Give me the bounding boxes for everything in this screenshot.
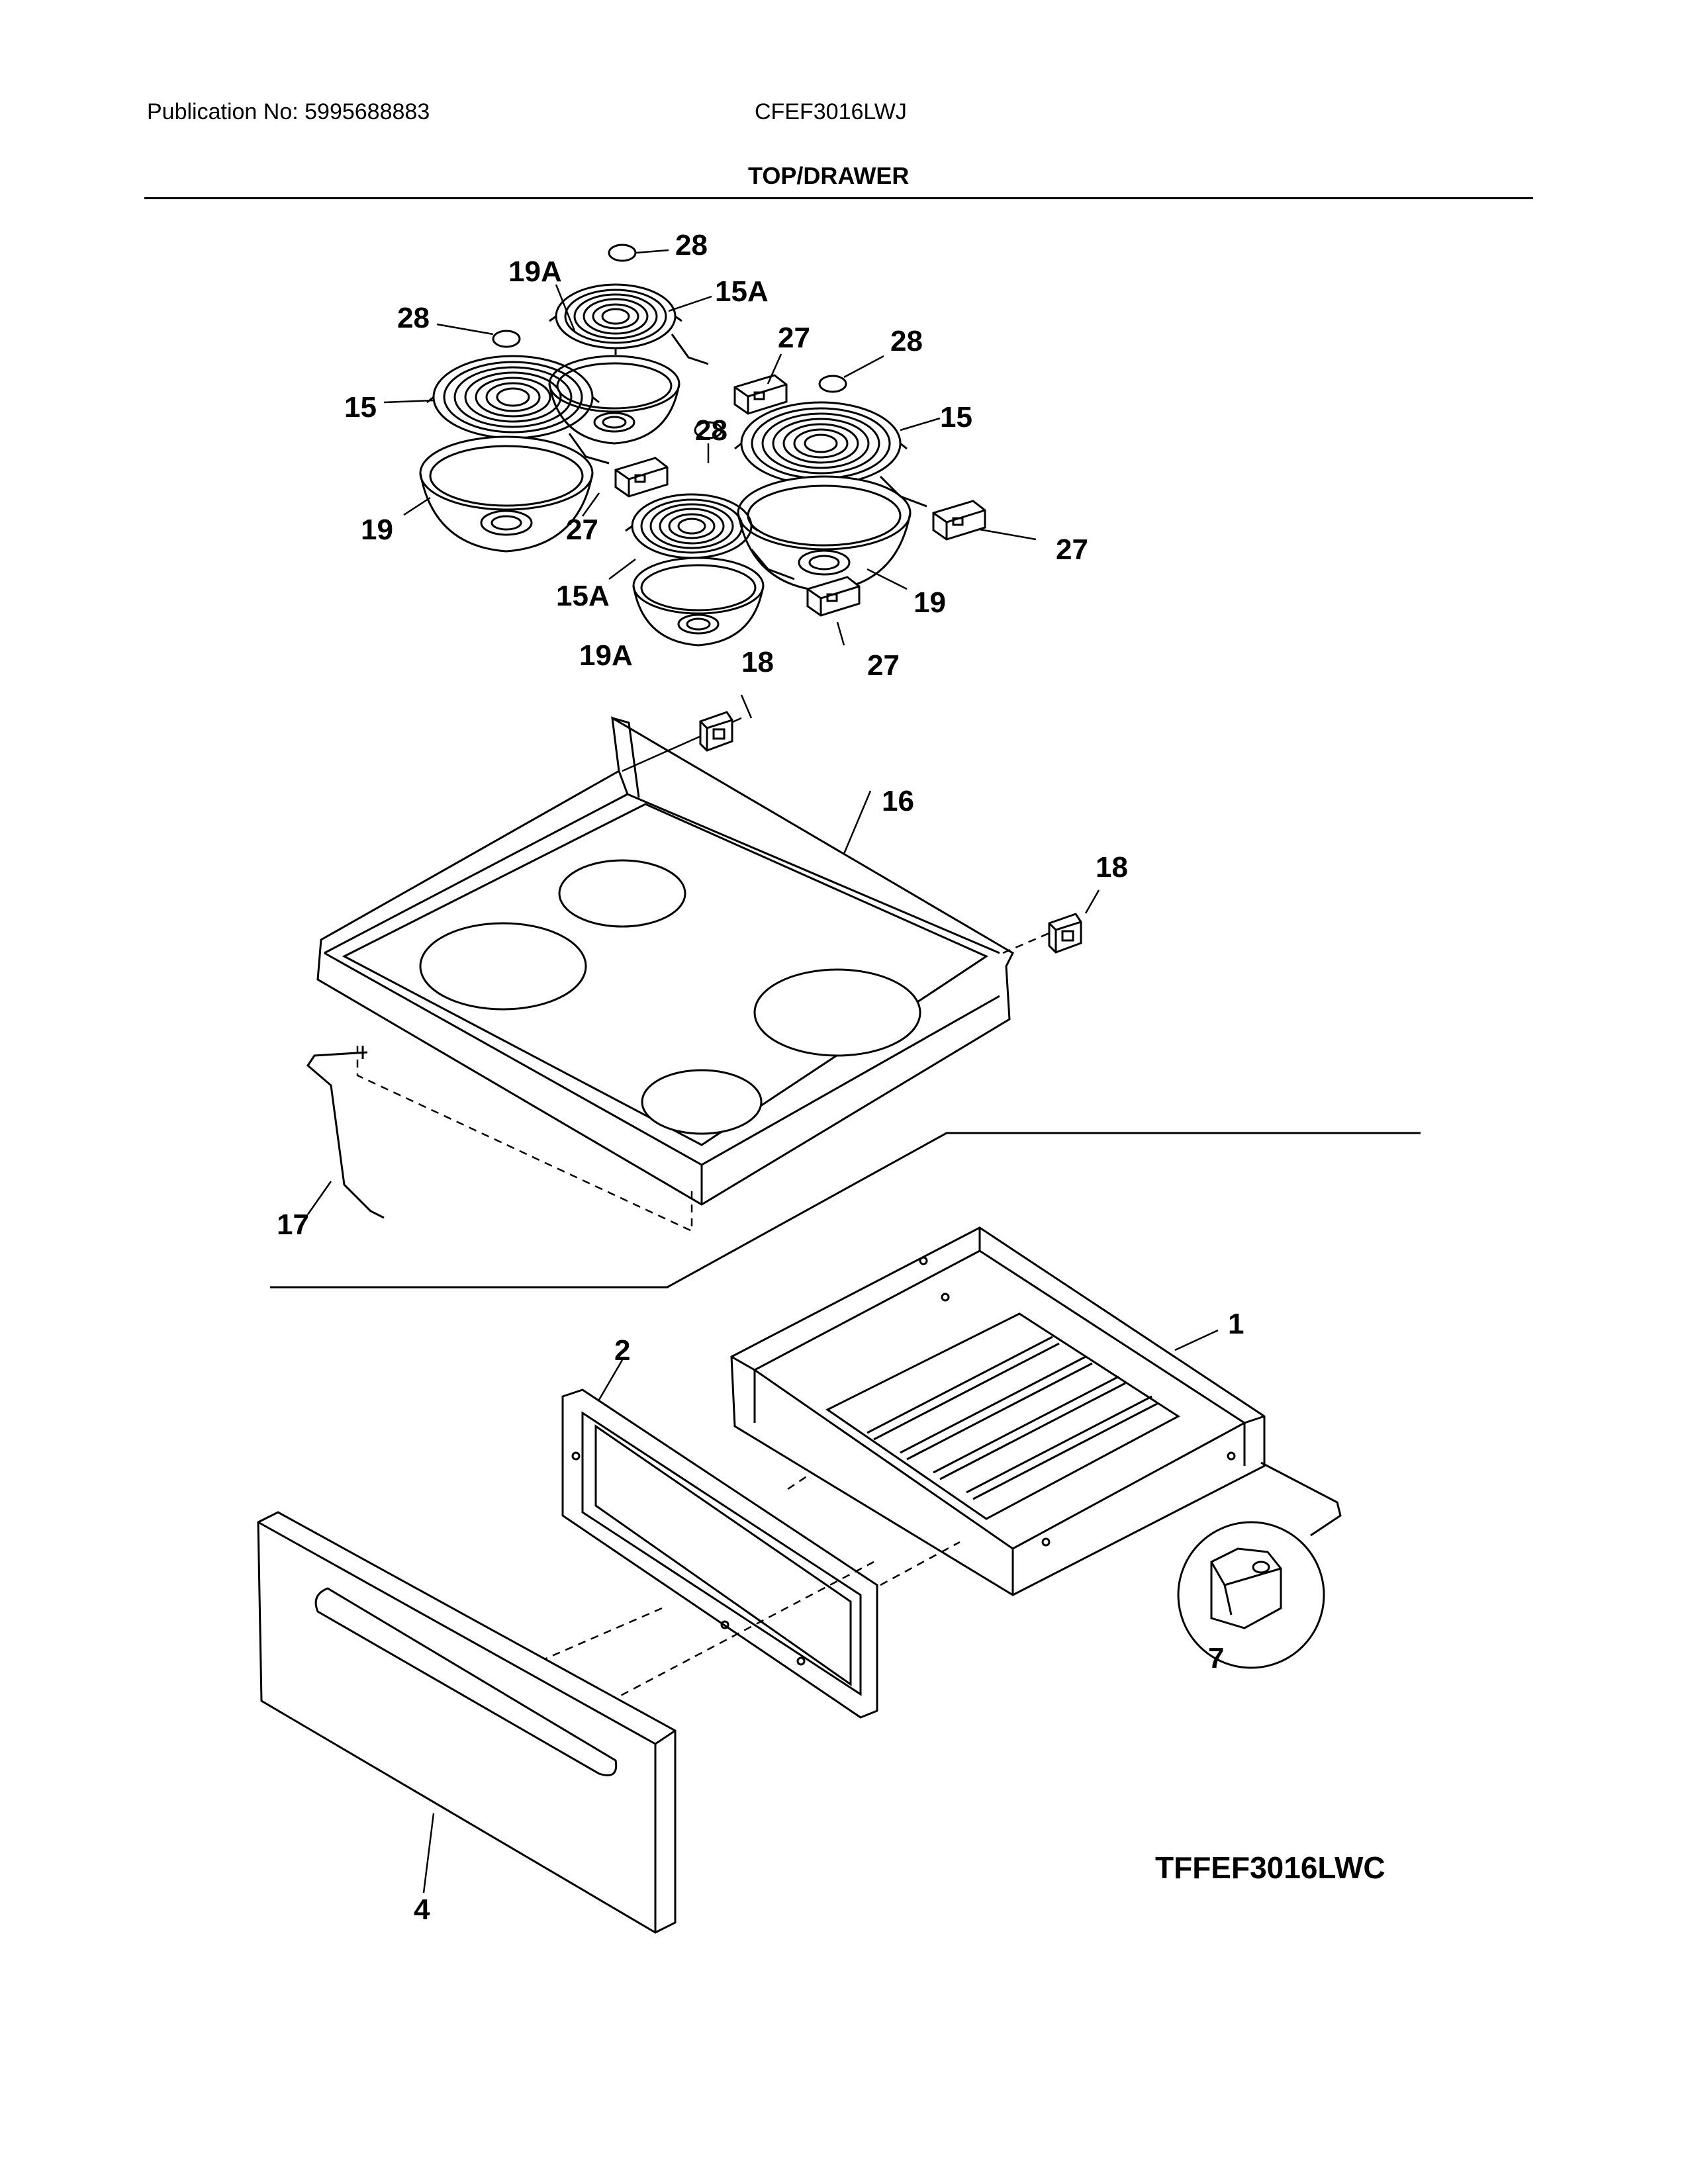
drip-bowl-small-front [632,557,765,647]
callout-16: 16 [882,785,914,817]
callout-7: 7 [1208,1642,1224,1674]
callout-2: 2 [614,1334,630,1367]
support-rod [306,1046,385,1219]
callout-27: 27 [867,649,900,682]
element-cap-left [492,330,521,348]
bracket-right [1048,913,1082,954]
surface-element-small-front [624,493,759,566]
callout-15A: 15A [556,580,610,612]
callout-19: 19 [914,586,946,619]
terminal-block-right [932,500,986,541]
separator-line [270,1132,1421,1289]
terminal-block-bottom [806,576,861,617]
element-cap-right [818,375,847,393]
model-number: CFEF3016LWJ [755,99,907,124]
callout-27: 27 [778,322,810,354]
publication-number: Publication No: 5995688883 [147,99,430,124]
callout-27: 27 [566,514,598,546]
section-title: TOP/DRAWER [748,162,910,189]
bracket-top [699,711,733,752]
drip-bowl-small-back [548,355,680,445]
drawer-stop-detail [1210,1547,1282,1629]
drip-bowl-large-right [737,475,912,592]
callout-19A: 19A [579,639,633,672]
drawer-front-panel-frame [561,1388,878,1719]
callout-19A: 19A [508,255,562,288]
callout-15: 15 [344,391,377,424]
drawing-id: TFFEF3016LWC [1155,1850,1385,1885]
callout-15A: 15A [715,275,769,308]
callout-27: 27 [1056,533,1088,566]
callout-18: 18 [741,646,774,678]
callout-1: 1 [1228,1308,1244,1340]
callout-28: 28 [675,229,708,261]
callout-4: 4 [414,1893,430,1926]
callout-28: 28 [397,302,430,334]
callout-17: 17 [277,1208,309,1241]
callout-19: 19 [361,514,393,546]
drawer-front [257,1511,677,1934]
callout-15: 15 [940,401,972,433]
header-rule [144,197,1533,199]
callout-18: 18 [1096,851,1128,884]
callout-28: 28 [695,414,727,447]
terminal-block-left [614,457,669,498]
callout-28: 28 [890,325,923,357]
main-top-cooktop [316,716,1014,1206]
element-cap-top [608,244,637,262]
drawer-body [730,1226,1266,1596]
